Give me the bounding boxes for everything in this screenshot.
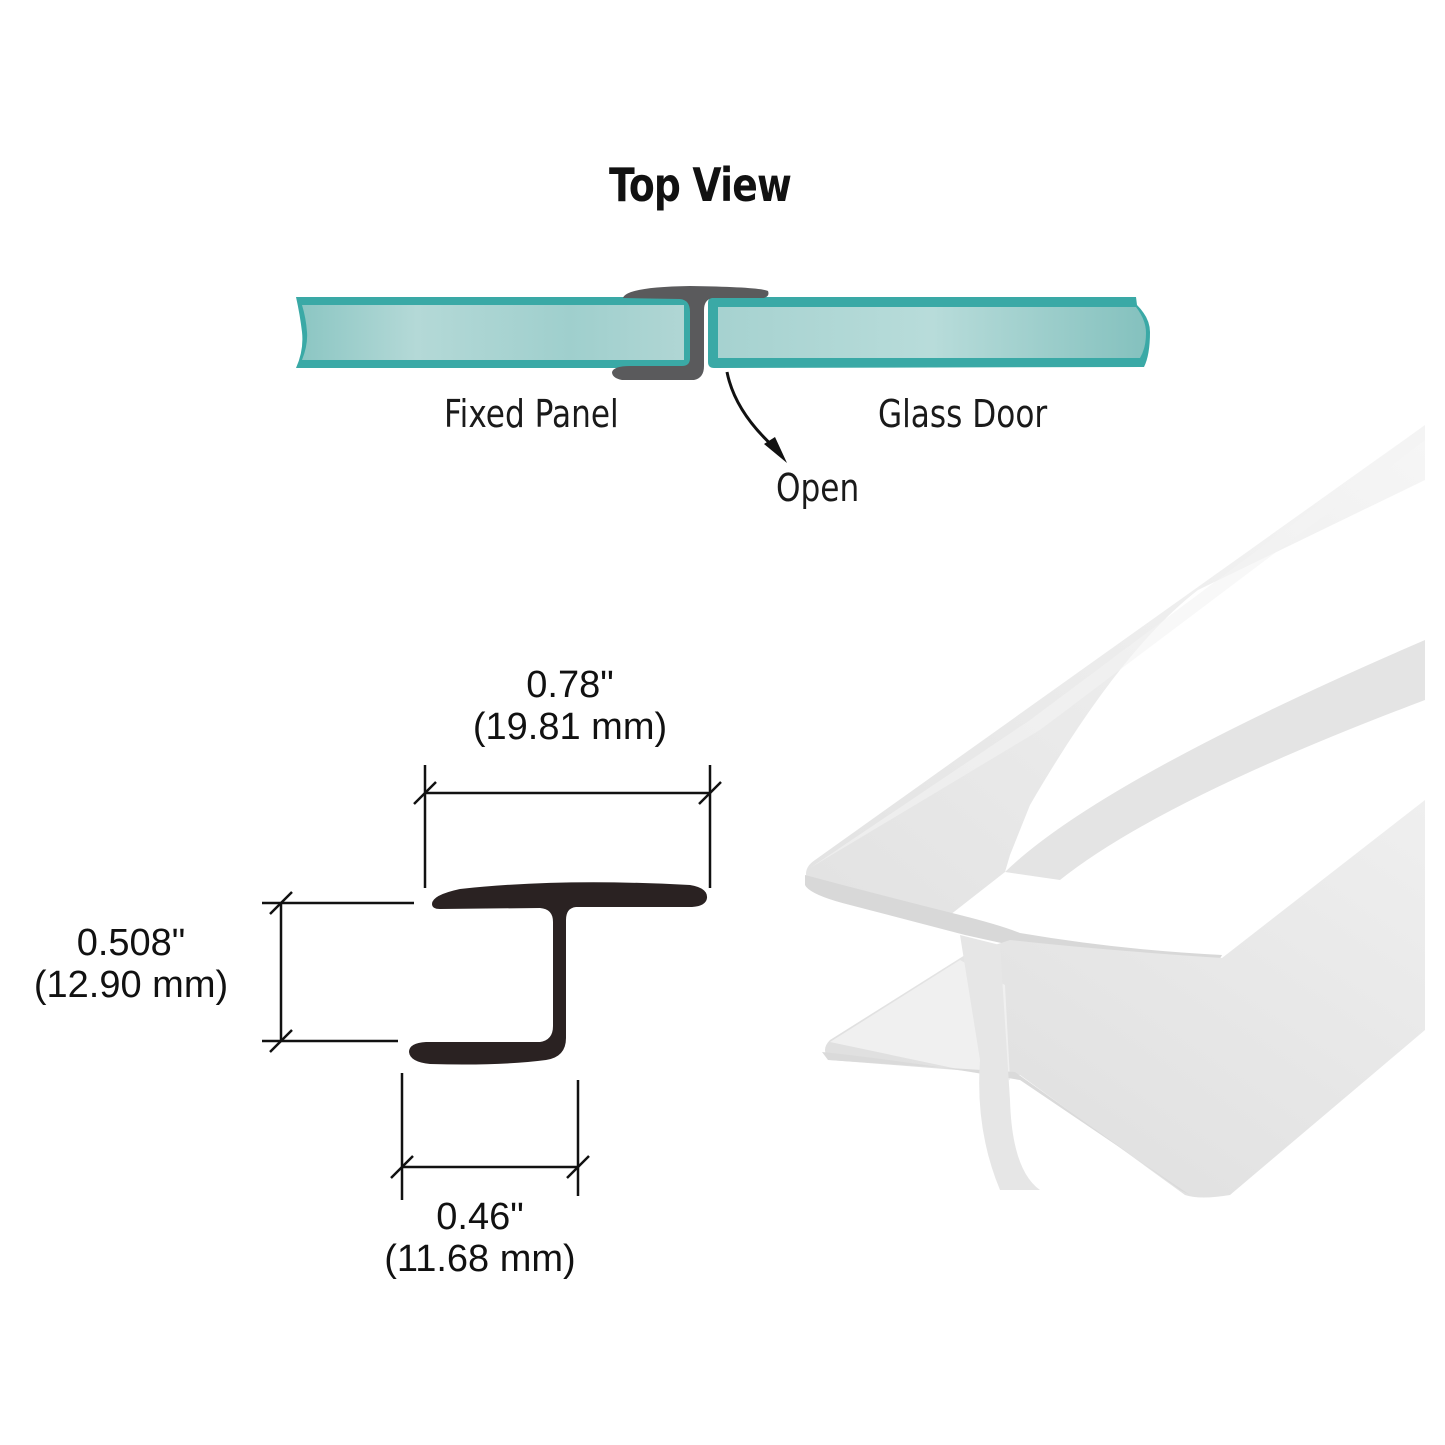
width-bottom-metric: (11.68 mm) xyxy=(384,1238,576,1280)
width-top-metric: (19.81 mm) xyxy=(472,706,668,748)
height-imperial: 0.508" xyxy=(76,922,186,964)
h-seal-top-view xyxy=(612,286,769,380)
glass-door-glass xyxy=(708,297,1150,368)
height-dimension: 0.508" (12.90 mm) xyxy=(0,922,262,1006)
width-top-dimension: 0.78" (19.81 mm) xyxy=(400,664,740,748)
open-label: Open xyxy=(776,466,860,510)
width-bottom-dimension: 0.46" (11.68 mm) xyxy=(320,1196,640,1280)
width-top-imperial: 0.78" xyxy=(526,664,614,706)
fixed-panel-glass xyxy=(296,297,694,368)
h-seal-profile xyxy=(409,882,708,1065)
top-view-title: Top View xyxy=(608,158,792,212)
glass-door-label: Glass Door xyxy=(878,392,1048,436)
fixed-panel-label: Fixed Panel xyxy=(444,392,619,436)
product-render xyxy=(805,425,1425,1198)
height-metric: (12.90 mm) xyxy=(33,964,229,1006)
width-bottom-imperial: 0.46" xyxy=(436,1196,524,1238)
open-arrow-icon xyxy=(725,371,777,450)
profile-dimension-lines xyxy=(262,765,722,1200)
